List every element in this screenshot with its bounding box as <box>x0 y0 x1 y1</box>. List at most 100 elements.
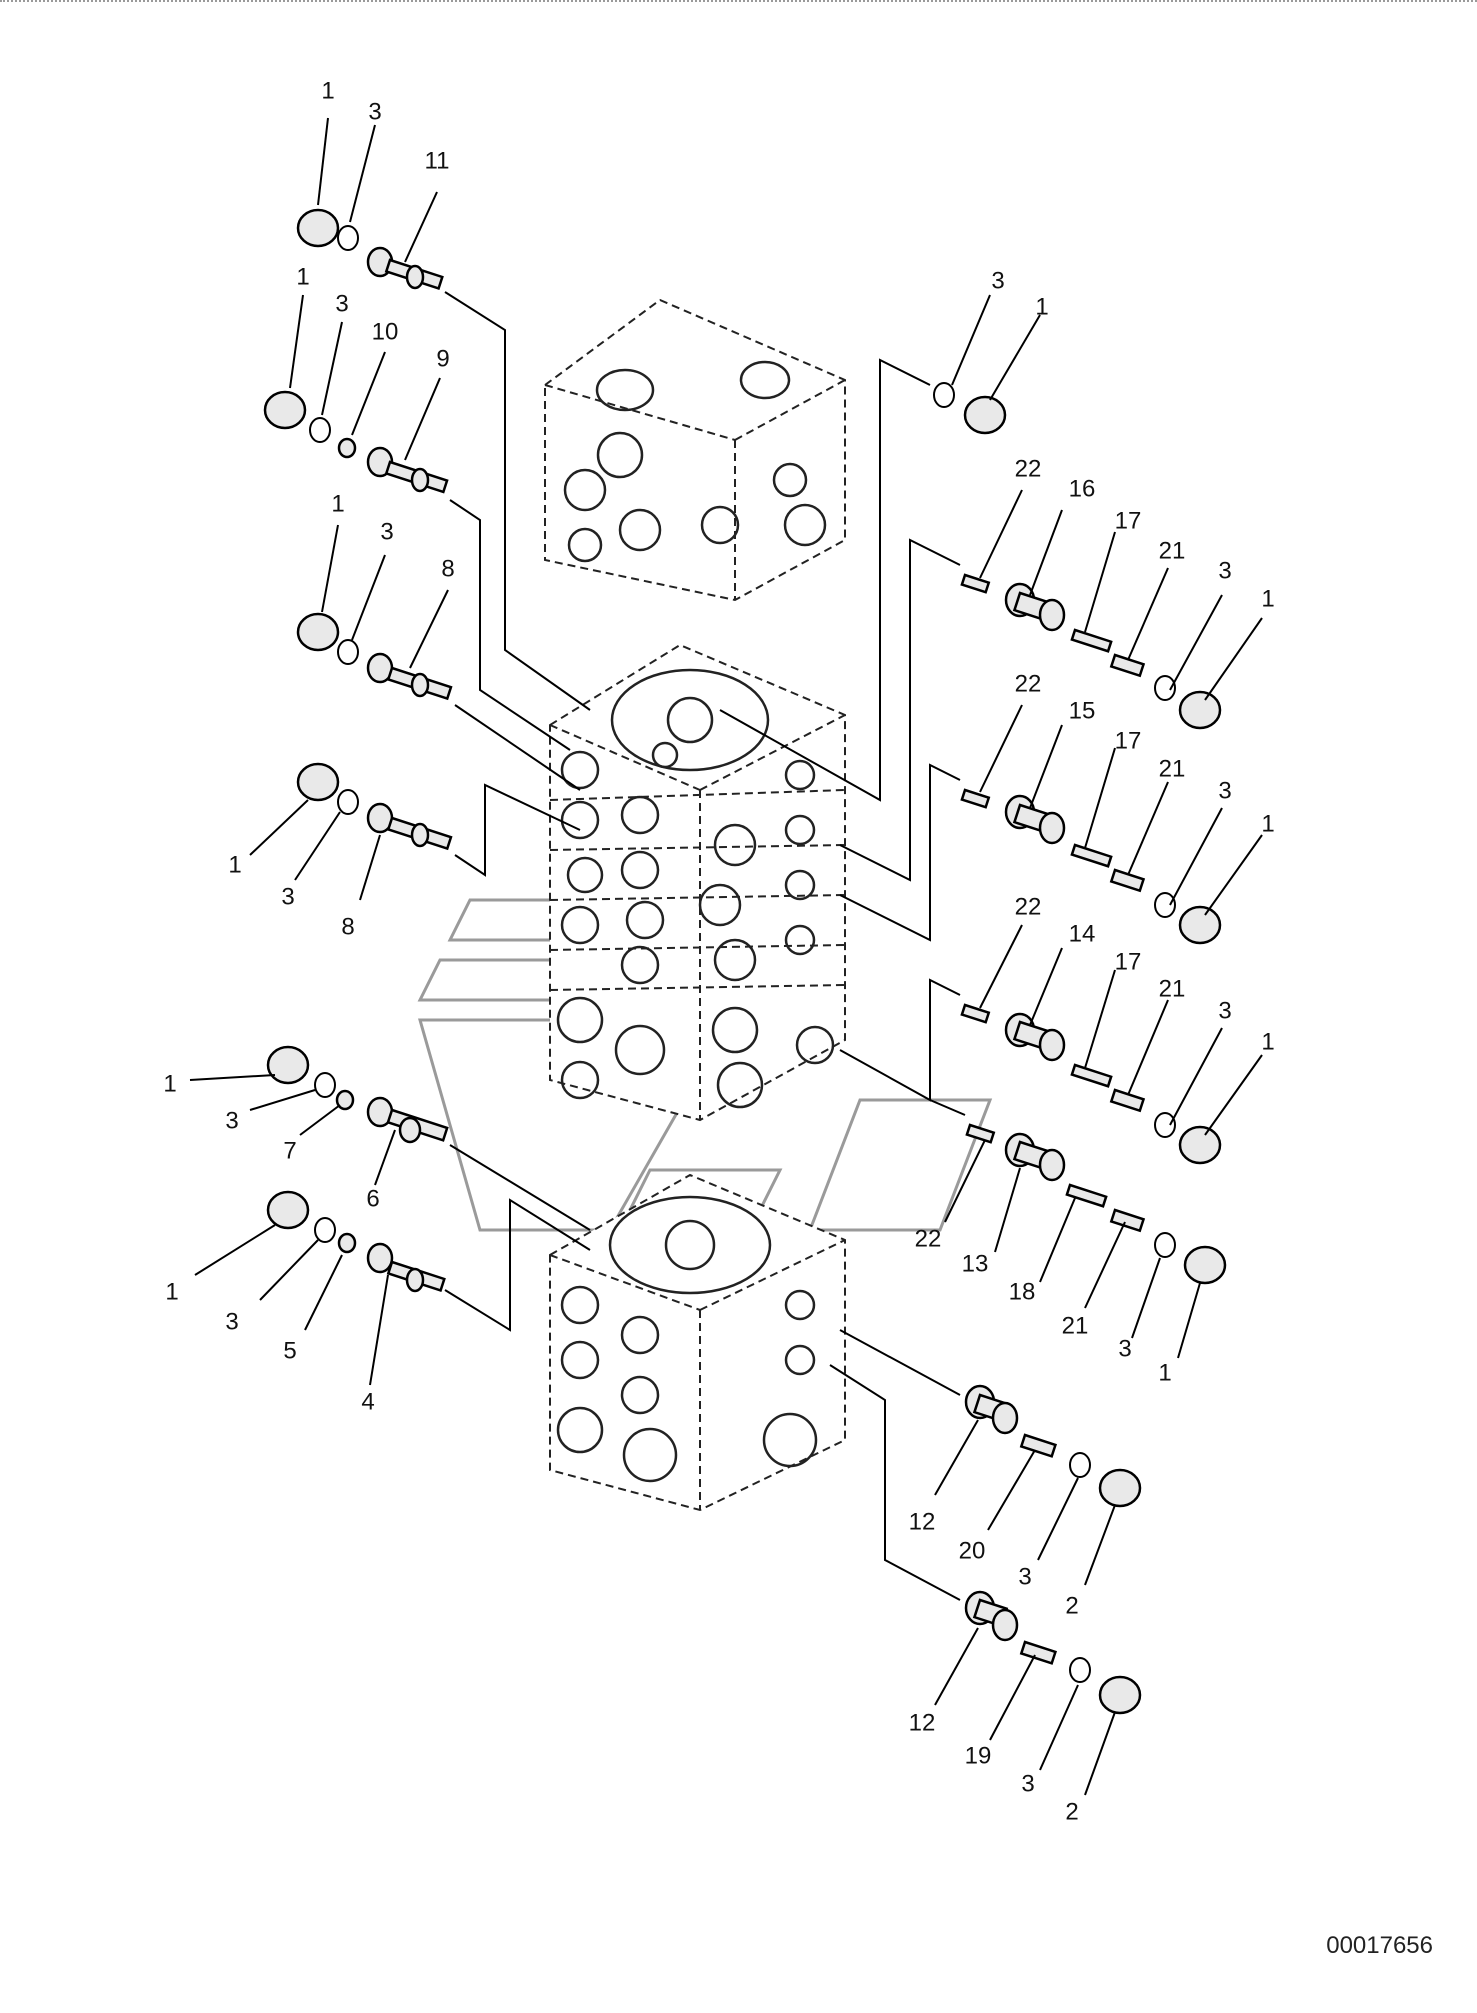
right-group-14 <box>839 924 1263 1165</box>
callout-12: 12 <box>909 1709 936 1736</box>
callout-4: 4 <box>361 1388 374 1415</box>
check-7 <box>335 1089 355 1111</box>
callout-3: 3 <box>1218 557 1231 584</box>
callout-3: 3 <box>335 290 348 317</box>
o-ring-3 <box>337 789 359 815</box>
top-dotted-border <box>0 0 1477 6</box>
poppet-14 <box>1004 1012 1066 1062</box>
poppet-16 <box>1004 582 1066 632</box>
right-group-12b <box>829 1364 1142 1796</box>
left-group-spool-6 <box>189 1045 591 1231</box>
plug-1 <box>963 395 1007 435</box>
plug-1 <box>1178 905 1222 945</box>
relief-12 <box>964 1590 1019 1642</box>
callout-3: 3 <box>991 267 1004 294</box>
plug-2 <box>1098 1675 1142 1715</box>
o-ring-3 <box>314 1072 336 1098</box>
spool-4 <box>366 1242 446 1293</box>
callout-labels: 1 3 11 1 3 10 9 1 3 8 1 3 8 1 3 7 6 1 3 … <box>163 77 1274 1825</box>
callout-3: 3 <box>225 1308 238 1335</box>
plug-1 <box>263 390 307 430</box>
plug-1 <box>1178 1125 1222 1165</box>
o-ring-3 <box>933 382 955 408</box>
figure-id: 00017656 <box>1326 1932 1433 1959</box>
piston-17 <box>1070 628 1113 653</box>
o-ring-3 <box>1154 892 1176 918</box>
right-group-12a <box>839 1329 1142 1586</box>
callout-18: 18 <box>1009 1278 1036 1305</box>
callout-21: 21 <box>1159 537 1186 564</box>
spring-20 <box>1019 1433 1058 1458</box>
callout-10: 10 <box>372 318 399 345</box>
left-group-spool-8b <box>249 762 581 901</box>
callout-3: 3 <box>281 883 294 910</box>
poppet-13 <box>1004 1132 1066 1182</box>
callout-5: 5 <box>283 1337 296 1364</box>
callout-11: 11 <box>425 147 450 174</box>
callout-1: 1 <box>165 1278 178 1305</box>
spring-21 <box>1109 1088 1146 1113</box>
callout-22: 22 <box>1015 893 1042 920</box>
spring-22 <box>965 1123 996 1144</box>
callout-17: 17 <box>1115 727 1142 754</box>
piston-18 <box>1065 1183 1108 1208</box>
spool-8 <box>366 802 453 851</box>
spring-22 <box>960 788 991 809</box>
valve-body-top <box>544 298 846 602</box>
right-group-13 <box>929 1099 1227 1359</box>
plug-1 <box>266 1190 310 1230</box>
callout-21: 21 <box>1159 975 1186 1002</box>
callout-2: 2 <box>1065 1798 1078 1825</box>
callout-9: 9 <box>436 345 449 372</box>
right-group-15 <box>839 704 1263 945</box>
check-5 <box>337 1232 357 1254</box>
spool-6 <box>366 1096 449 1144</box>
callout-1: 1 <box>163 1070 176 1097</box>
middle-slice-ports <box>556 750 835 1109</box>
o-ring-3 <box>1154 675 1176 701</box>
piston-17 <box>1070 843 1113 868</box>
plug-1 <box>266 1045 310 1085</box>
spring-21 <box>1109 1208 1146 1233</box>
callout-13: 13 <box>962 1250 989 1277</box>
callout-14: 14 <box>1069 920 1096 947</box>
callout-1: 1 <box>296 263 309 290</box>
callout-3: 3 <box>225 1107 238 1134</box>
callout-8: 8 <box>341 913 354 940</box>
o-ring-3 <box>337 225 359 251</box>
callout-3: 3 <box>1118 1335 1131 1362</box>
plug-1 <box>296 612 340 652</box>
o-ring-3 <box>1069 1452 1091 1478</box>
plug-1 <box>1178 690 1222 730</box>
piston-17 <box>1070 1063 1113 1088</box>
valve-body-middle <box>549 643 846 1122</box>
callout-1: 1 <box>1261 810 1274 837</box>
spring-21 <box>1109 868 1146 893</box>
plug-2 <box>1098 1468 1142 1508</box>
spool-8 <box>366 652 453 701</box>
callout-3: 3 <box>1018 1563 1031 1590</box>
right-group-16 <box>839 489 1263 882</box>
callout-20: 20 <box>959 1537 986 1564</box>
check-10 <box>337 437 357 459</box>
left-group-spool-8a <box>296 524 581 791</box>
callout-1: 1 <box>331 490 344 517</box>
callout-22: 22 <box>1015 670 1042 697</box>
o-ring-3 <box>1154 1232 1176 1258</box>
callout-22: 22 <box>915 1225 942 1252</box>
callout-3: 3 <box>1218 997 1231 1024</box>
spool-11 <box>366 246 444 290</box>
left-group-spool-4 <box>194 1190 591 1386</box>
callout-16: 16 <box>1069 475 1096 502</box>
callout-12: 12 <box>909 1508 936 1535</box>
callout-2: 2 <box>1065 1592 1078 1619</box>
valve-body-bottom <box>549 1173 846 1512</box>
plug-1 <box>296 762 340 802</box>
callout-1: 1 <box>1035 293 1048 320</box>
callout-17: 17 <box>1115 948 1142 975</box>
callout-21: 21 <box>1159 755 1186 782</box>
relief-12 <box>964 1384 1019 1435</box>
callout-17: 17 <box>1115 507 1142 534</box>
callout-15: 15 <box>1069 697 1096 724</box>
right-group-top-plug <box>719 294 1041 802</box>
